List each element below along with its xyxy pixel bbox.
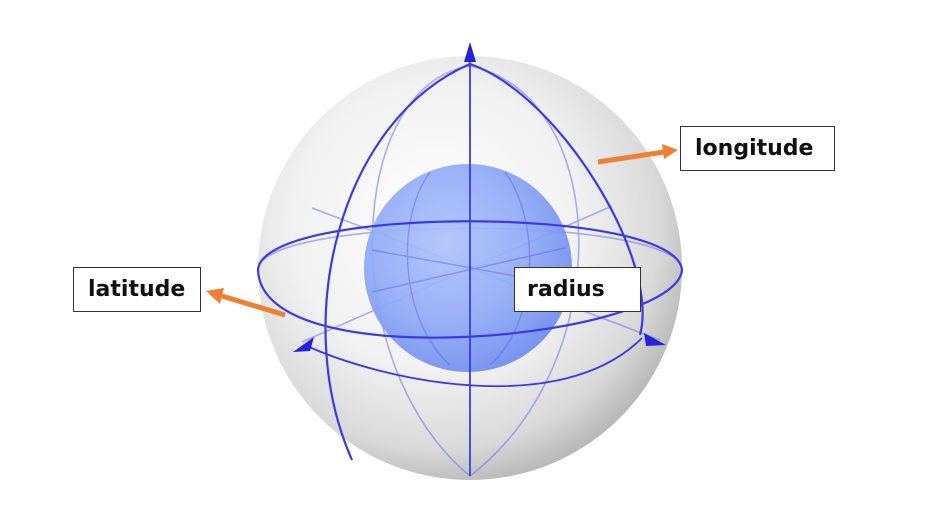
longitude-meridian-right — [469, 62, 644, 336]
longitude-meridian-left — [324, 62, 471, 461]
right-arrowhead — [644, 333, 666, 346]
latitude-circle — [256, 220, 684, 339]
radius-label: radius — [514, 267, 641, 312]
inner-sphere — [364, 164, 572, 372]
latitude-pointer-arrow — [221, 293, 286, 318]
latitude-label: latitude — [73, 267, 201, 312]
longitude-pointer-arrow — [597, 149, 665, 165]
left-arrowhead — [293, 337, 314, 352]
front-grid-lines — [256, 48, 684, 476]
axis-arrowheads — [293, 42, 666, 352]
top-arrowhead — [464, 42, 476, 62]
lower-great-circle — [304, 337, 643, 388]
pointer-arrows — [206, 144, 678, 318]
longitude-label: longitude — [680, 126, 835, 171]
